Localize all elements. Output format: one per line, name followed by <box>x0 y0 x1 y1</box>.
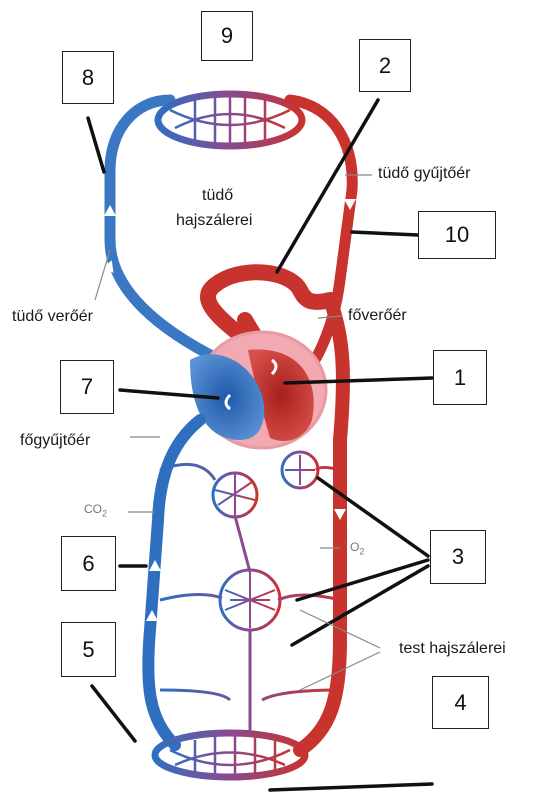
number-box-10: 10 <box>418 211 496 259</box>
pulmonary-artery-vessel <box>110 100 220 360</box>
pulmonary-artery-label: tüdő verőér <box>12 308 93 326</box>
pointer-2 <box>277 100 378 272</box>
number-box-5: 5 <box>61 622 116 677</box>
vena-cava-vessel <box>148 420 200 745</box>
number-box-8: 8 <box>62 51 114 104</box>
lung-capillaries-label-line2: hajszálerei <box>176 212 252 230</box>
lung-capillaries-label-line1: tüdő <box>202 187 233 205</box>
number-box-7: 7 <box>60 360 114 414</box>
body-capillaries-label: test hajszálerei <box>399 640 506 658</box>
number-box-6: 6 <box>61 536 116 591</box>
number-box-3: 3 <box>430 530 486 584</box>
number-box-2: 2 <box>359 39 411 92</box>
pointer-4 <box>270 784 432 790</box>
pointer-8 <box>88 118 104 172</box>
co2-label: CO2 <box>84 502 107 518</box>
number-box-4: 4 <box>432 676 489 729</box>
pointer-10 <box>352 232 418 235</box>
body-capillary-network <box>155 452 340 777</box>
o2-label: O2 <box>350 540 364 556</box>
o2-subscript: 2 <box>359 546 364 556</box>
aorta-label: főverőér <box>348 307 407 325</box>
pointer-3b <box>297 560 428 600</box>
pointer-5 <box>92 686 135 741</box>
o2-text: O <box>350 540 359 554</box>
pointer-3c <box>292 566 428 645</box>
number-box-1: 1 <box>433 350 487 405</box>
co2-subscript: 2 <box>102 508 107 518</box>
co2-text: CO <box>84 502 102 516</box>
vena-cava-label: főgyűjtőér <box>20 432 90 450</box>
number-box-9: 9 <box>201 11 253 61</box>
pulmonary-vein-label: tüdő gyűjtőér <box>378 165 471 183</box>
lung-capillary-network <box>158 94 302 146</box>
